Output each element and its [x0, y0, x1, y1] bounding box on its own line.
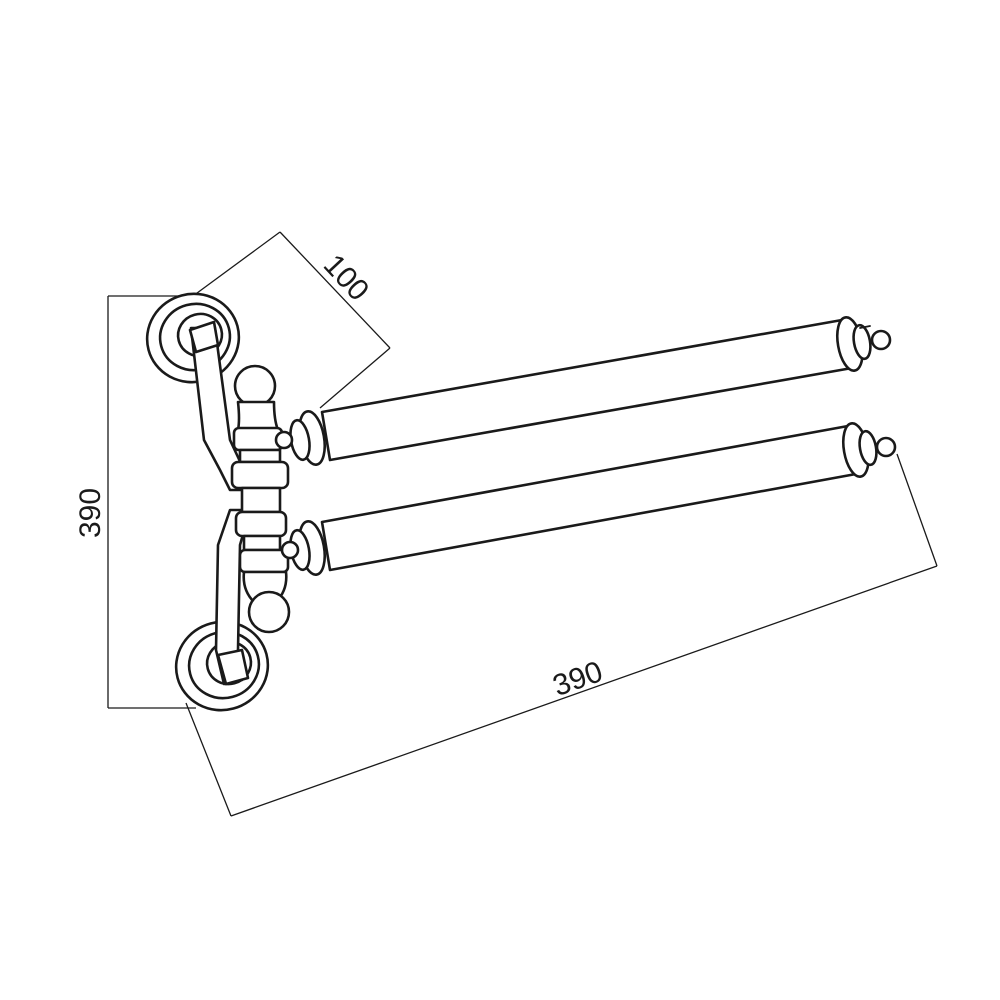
bottom-wall-bracket: [174, 508, 270, 712]
dimension-length: 390: [185, 453, 938, 817]
dimension-label-length: 390: [549, 655, 607, 703]
top-wall-bracket: [145, 292, 246, 492]
dimension-label-arm-offset: 100: [317, 248, 375, 307]
swivel-hub: [230, 364, 300, 634]
dimension-height: 390: [74, 295, 198, 709]
upper-towel-bar: [289, 316, 892, 466]
dimension-label-height: 390: [74, 488, 107, 538]
lower-towel-bar: [289, 422, 897, 576]
